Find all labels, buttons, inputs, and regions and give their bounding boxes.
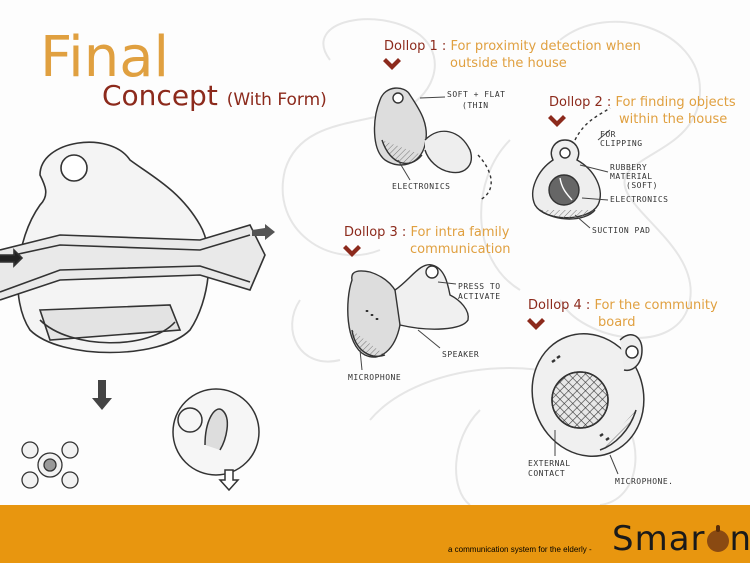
dollop-2-caption: Dollop 2 : For finding objects within th… (549, 94, 736, 128)
subtitle-with-form: (With Form) (226, 90, 327, 110)
sketch-artwork (0, 18, 702, 505)
note-speaker: Speaker (442, 350, 480, 359)
arrow-right-icon (252, 224, 275, 240)
dollop-2-desc-line2: within the house (619, 112, 728, 127)
chevron-markers (343, 58, 566, 330)
note-thin: (thin (462, 101, 489, 110)
dollop-1-desc-line2: outside the house (450, 56, 567, 71)
dollop-2-name: Dollop 2 : (549, 95, 612, 110)
dollop-2-desc: For finding objects (615, 95, 736, 110)
acorn-icon (706, 525, 729, 552)
note-press-to-activate: Press to activate (458, 282, 501, 301)
note-electronics-1: Electronics (392, 182, 451, 191)
footer-tagline: a communication system for the elderly - (448, 545, 592, 554)
page-title: Final (40, 25, 170, 90)
page-subtitle: Concept (With Form) (102, 80, 327, 116)
chevron-down-icon (343, 245, 361, 257)
dollop-4-sketch (531, 333, 645, 457)
dollop-4-name: Dollop 4 : (528, 298, 591, 313)
footer-band (0, 505, 750, 563)
dollop-3-name: Dollop 3 : (344, 225, 407, 240)
dollop-3-desc-line2: communication (410, 242, 511, 257)
dollop-1-sketch (373, 87, 492, 201)
note-suction-pad: Suction pad (592, 226, 651, 235)
note-for-clipping: For clipping (600, 130, 643, 148)
clover-sketch (21, 441, 79, 489)
note-microphone-1: Microphone (348, 373, 402, 382)
dollop-3-caption: Dollop 3 : For intra family communicatio… (344, 224, 511, 258)
chevron-down-icon (527, 318, 545, 330)
dollop-1-caption: Dollop 1 : For proximity detection when … (384, 38, 641, 72)
chevron-down-icon (383, 58, 401, 70)
annotation-leaders (359, 96, 619, 475)
note-external-contact: External contact (528, 459, 571, 478)
brand-prefix: Smar (612, 519, 706, 559)
note-soft-flat: Soft + flat (447, 90, 506, 99)
chevron-down-icon (548, 115, 566, 127)
note-soft: (soft) (626, 181, 658, 190)
note-electronics-2: Electronics (610, 195, 669, 204)
subtitle-concept: Concept (102, 79, 218, 112)
dollop-3-sketch (347, 264, 469, 358)
brand-suffix: n (729, 519, 750, 559)
dollop-4-caption: Dollop 4 : For the community board (528, 297, 718, 331)
detail-circle-sketch (172, 388, 260, 492)
dollop-3-desc: For intra family (410, 225, 510, 240)
note-microphone-2: Microphone. (615, 477, 674, 486)
note-rubbery-material: Rubbery material (610, 163, 653, 181)
dollop-1-name: Dollop 1 : (384, 39, 447, 54)
dollop-1-desc: For proximity detection when (450, 39, 641, 54)
arrow-down-icon (92, 380, 112, 410)
dollop-4-desc: For the community (594, 298, 718, 313)
main-device-sketch (0, 141, 266, 354)
dollop-4-desc-line2: board (598, 315, 636, 330)
